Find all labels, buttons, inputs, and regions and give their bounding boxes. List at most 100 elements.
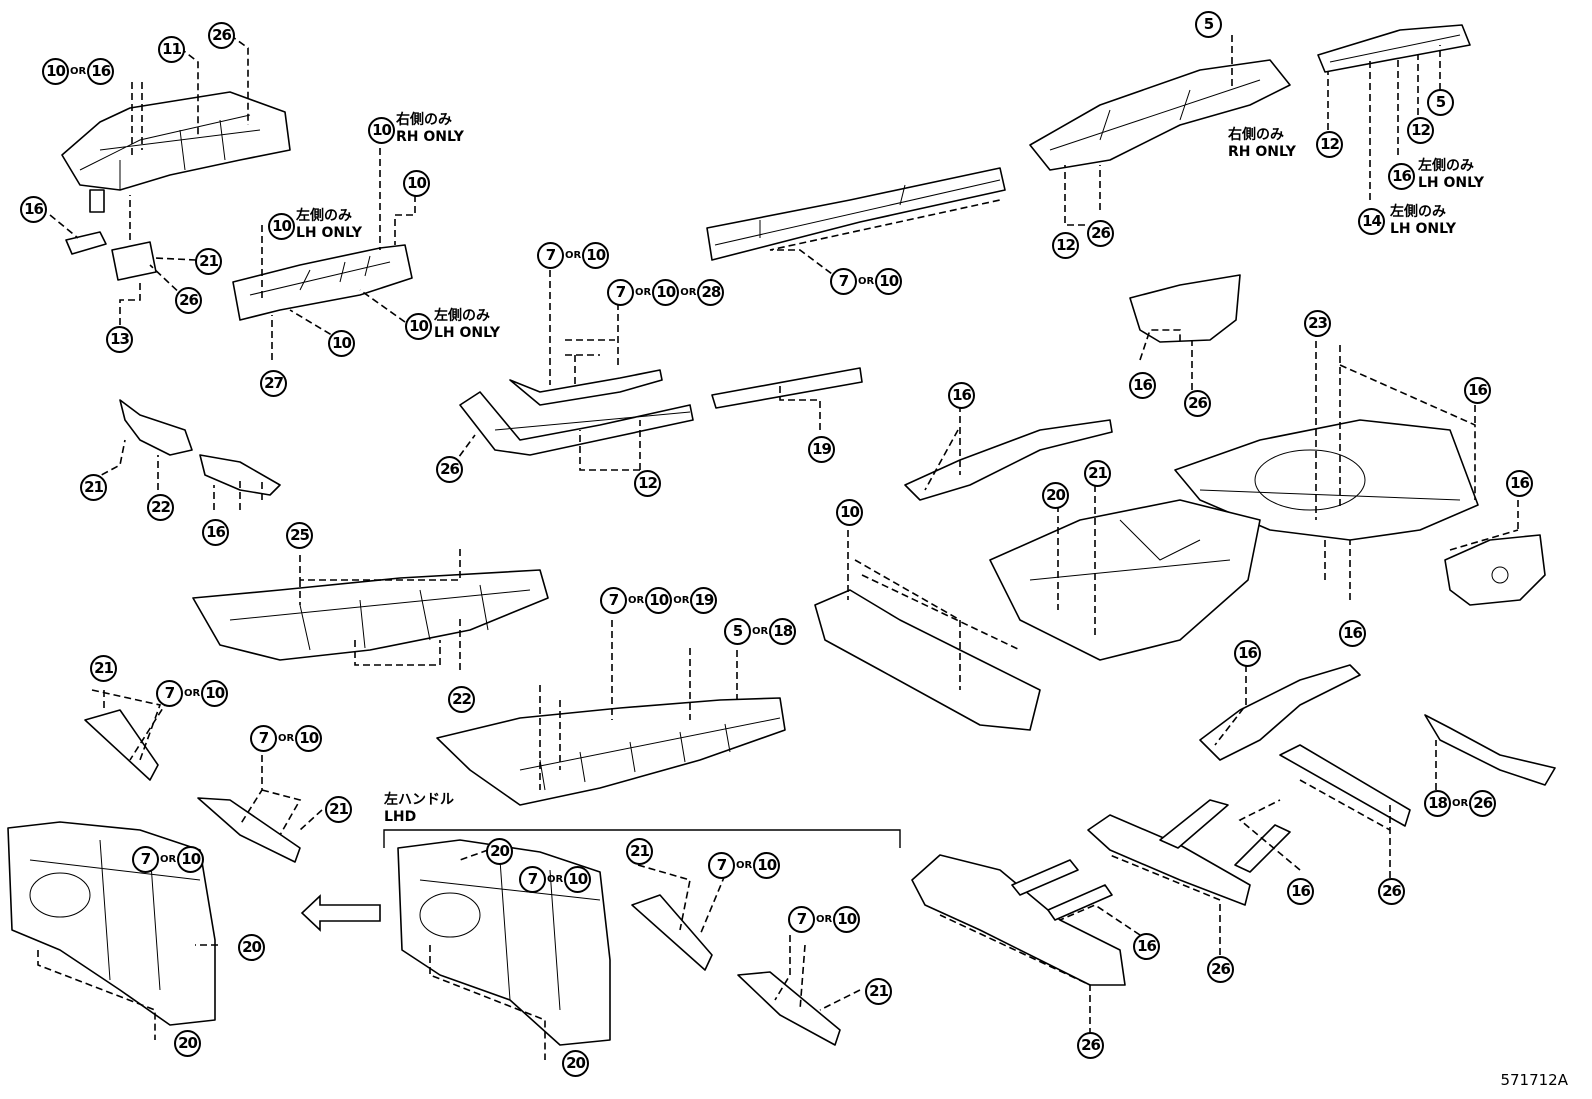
callout-21: 21	[1084, 460, 1111, 487]
callout-26: 26	[436, 456, 463, 483]
callout-10: 10	[328, 330, 355, 357]
callout-22: 22	[448, 686, 475, 713]
dash-panel-rhd	[7, 821, 216, 1026]
bracket-16-rear-a	[1159, 799, 1229, 849]
callout-12: 12	[1052, 232, 1079, 259]
callout-26: 26	[208, 22, 235, 49]
callout-16: 16	[1464, 377, 1491, 404]
callout-26: 26	[1378, 878, 1405, 905]
callout-22: 22	[147, 494, 174, 521]
callout-12: 12	[1316, 131, 1343, 158]
front-apron-assembly	[61, 91, 291, 213]
rocker-panel-long	[706, 167, 1006, 261]
dash-panel-lhd	[397, 839, 611, 1046]
callout-16: 16	[1234, 640, 1261, 667]
callout-16: 16	[1506, 470, 1533, 497]
callout-13: 13	[106, 326, 133, 353]
callout-27: 27	[260, 370, 287, 397]
rear-panel-16	[1444, 534, 1546, 606]
callout-10: 10	[403, 170, 430, 197]
callout-20: 20	[486, 838, 513, 865]
callout-16: 16	[948, 382, 975, 409]
callout-20: 20	[562, 1050, 589, 1077]
center-tunnel-panel	[436, 697, 786, 806]
crossmember-12	[1317, 24, 1471, 73]
callout-20: 20	[238, 934, 265, 961]
center-floor-20-21	[989, 499, 1261, 661]
leader-lines	[37, 34, 1519, 1060]
front-side-member	[1029, 59, 1291, 171]
callout-20: 20	[174, 1030, 201, 1057]
callout-23: 23	[1304, 310, 1331, 337]
bracket-16-small	[199, 454, 281, 496]
callout-12: 12	[1407, 117, 1434, 144]
small-bracket-16	[65, 231, 107, 255]
lhd-dash-member	[737, 971, 841, 1046]
callout-16: 16	[1339, 620, 1366, 647]
wheelhouse-rear-16-26	[1129, 274, 1241, 343]
bracket-16-rear-b	[1234, 824, 1291, 873]
callout-26: 26	[1077, 1032, 1104, 1059]
bracket-16-pair-b	[1047, 884, 1113, 921]
cowl-side-panel	[232, 244, 413, 321]
rear-side-member-16	[1199, 664, 1361, 761]
callout-5: 5	[1195, 11, 1222, 38]
callout-11: 11	[158, 36, 185, 63]
callout-21: 21	[325, 796, 352, 823]
callout-21: 21	[865, 978, 892, 1005]
callout-16: 16	[1133, 933, 1160, 960]
callout-5: 5	[1427, 89, 1454, 116]
callout-26: 26	[1184, 390, 1211, 417]
callout-16: 16	[20, 196, 47, 223]
lhd-group-bracket	[383, 829, 901, 848]
callout-10-rh: 10	[368, 117, 395, 144]
callout-19: 19	[808, 436, 835, 463]
bracket-18-26	[1424, 714, 1556, 786]
dash-reinforcement-21-7-10	[84, 709, 159, 781]
callout-20: 20	[1042, 482, 1069, 509]
front-floor-pan-25	[192, 569, 549, 661]
callout-26: 26	[1207, 956, 1234, 983]
callout-26: 26	[175, 287, 202, 314]
floor-side-member-16	[904, 419, 1113, 501]
bracket-16-pair-a	[1011, 859, 1079, 896]
bracket-13	[111, 241, 157, 281]
callout-25: 25	[286, 522, 313, 549]
callout-16-lh: 16	[1388, 163, 1415, 190]
sill-member-19	[711, 367, 863, 409]
callout-16: 16	[1129, 372, 1156, 399]
callout-10: 10	[836, 499, 863, 526]
callout-12: 12	[634, 470, 661, 497]
callout-21: 21	[195, 248, 222, 275]
callout-10-lh: 10	[405, 313, 432, 340]
callout-16: 16	[202, 519, 229, 546]
apron-bracket-21-22	[119, 399, 193, 456]
callout-16: 16	[1287, 878, 1314, 905]
callout-21: 21	[626, 838, 653, 865]
callout-10-lh: 10	[268, 213, 295, 240]
callout-21: 21	[90, 655, 117, 682]
rocker-reinforcement-26	[459, 391, 694, 456]
floor-member-10	[814, 589, 1041, 731]
callout-14-lh: 14	[1358, 208, 1385, 235]
callout-26: 26	[1087, 220, 1114, 247]
diagram-code: 571712A	[1500, 1071, 1568, 1089]
floor-crossmember-front-26	[911, 854, 1126, 986]
